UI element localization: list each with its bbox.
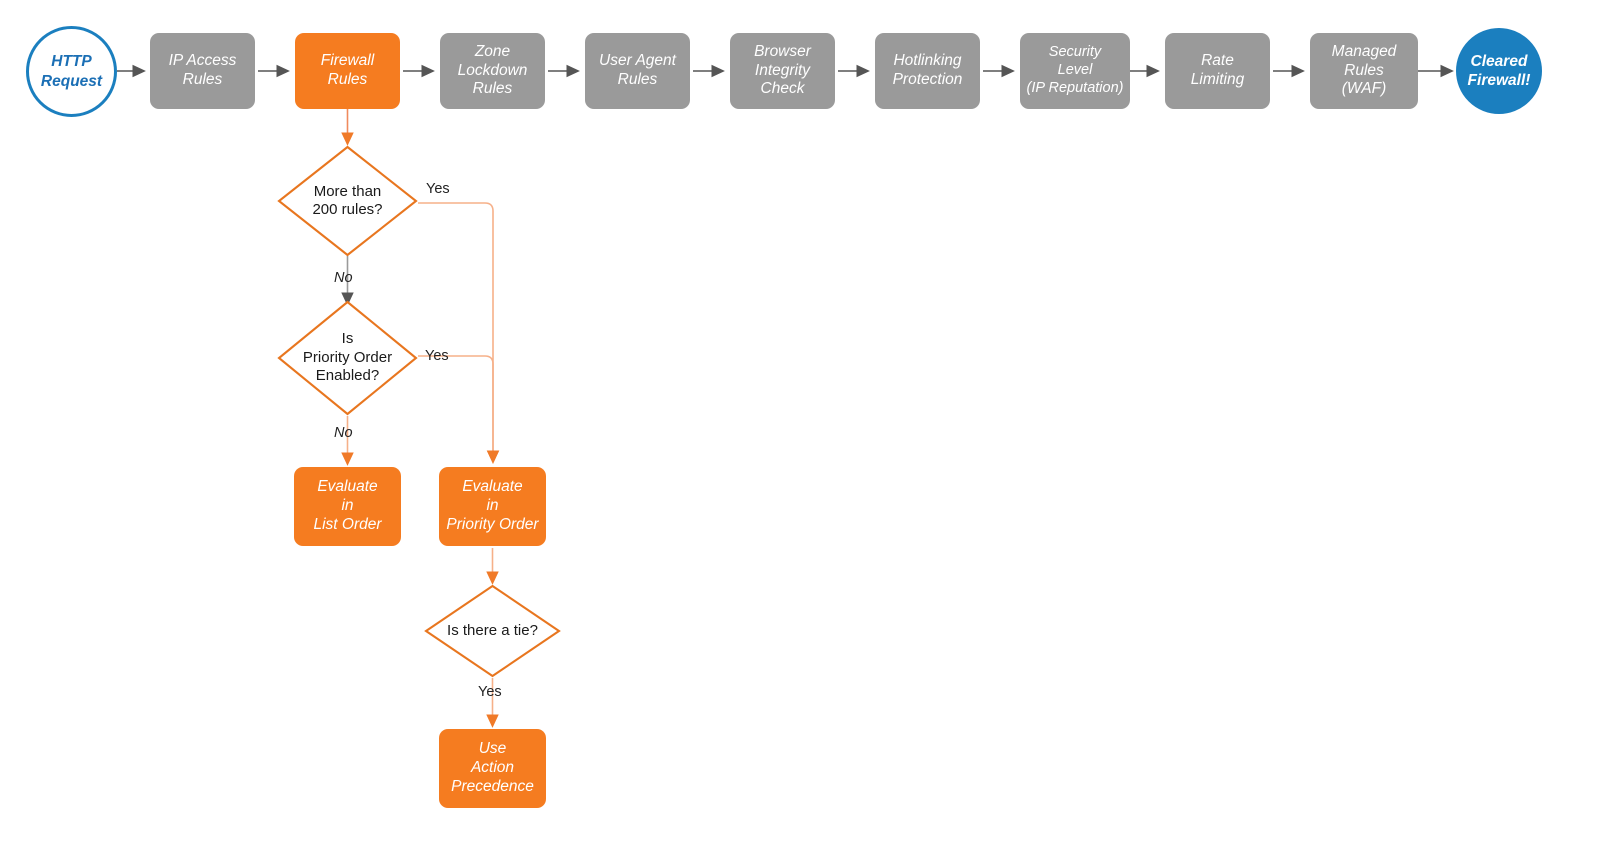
edge-label-no-more-than-200: No bbox=[334, 270, 353, 286]
stage-label: Firewall Rules bbox=[320, 52, 375, 88]
stage-label: Hotlinking Protection bbox=[892, 52, 963, 88]
stage-managed-rules-waf[interactable]: Managed Rules (WAF) bbox=[1310, 33, 1418, 109]
start-node-http-request[interactable]: HTTP Request bbox=[26, 26, 117, 117]
diamond-shape bbox=[277, 145, 418, 257]
edge-label-yes-more-than-200: Yes bbox=[426, 181, 450, 197]
end-node-cleared-firewall[interactable]: Cleared Firewall! bbox=[1456, 28, 1542, 114]
edge-label-yes-tie: Yes bbox=[478, 684, 502, 700]
decision-is-priority-order-enabled[interactable]: Is Priority Order Enabled? bbox=[277, 300, 418, 416]
stage-hotlinking-protection[interactable]: Hotlinking Protection bbox=[875, 33, 980, 109]
decision-is-there-a-tie[interactable]: Is there a tie? bbox=[424, 584, 561, 678]
diamond-shape bbox=[424, 584, 561, 678]
stage-user-agent-rules[interactable]: User Agent Rules bbox=[585, 33, 690, 109]
outcome-use-action-precedence[interactable]: Use Action Precedence bbox=[439, 729, 546, 808]
decision-label: Is there a tie? bbox=[447, 621, 538, 639]
outcome-label: Evaluate in Priority Order bbox=[446, 478, 539, 533]
stage-label: User Agent Rules bbox=[599, 52, 676, 88]
edge-label-no-priority-order: No bbox=[334, 425, 353, 441]
outcome-label: Use Action Precedence bbox=[451, 740, 534, 795]
diamond-shape bbox=[277, 300, 418, 416]
decision-more-than-200-rules[interactable]: More than 200 rules? bbox=[277, 145, 418, 257]
stage-browser-integrity-check[interactable]: Browser Integrity Check bbox=[730, 33, 835, 109]
outcome-evaluate-in-list-order[interactable]: Evaluate in List Order bbox=[294, 467, 401, 546]
stage-label: Managed Rules (WAF) bbox=[1331, 42, 1397, 98]
stage-label: Rate Limiting bbox=[1190, 52, 1245, 88]
outcome-label: Evaluate in List Order bbox=[313, 478, 382, 533]
stage-firewall-rules[interactable]: Firewall Rules bbox=[295, 33, 400, 109]
end-node-label: Cleared Firewall! bbox=[1467, 52, 1531, 89]
decision-label: More than 200 rules? bbox=[312, 182, 383, 218]
stage-zone-lockdown-rules[interactable]: Zone Lockdown Rules bbox=[440, 33, 545, 109]
stage-label: Security Level (IP Reputation) bbox=[1026, 44, 1124, 96]
stage-ip-access-rules[interactable]: IP Access Rules bbox=[150, 33, 255, 109]
decision-label: Is Priority Order Enabled? bbox=[302, 330, 393, 385]
stage-rate-limiting[interactable]: Rate Limiting bbox=[1165, 33, 1270, 109]
stage-label: Zone Lockdown Rules bbox=[457, 42, 528, 98]
stage-security-level-ip-reputation[interactable]: Security Level (IP Reputation) bbox=[1020, 33, 1130, 109]
stage-label: IP Access Rules bbox=[168, 52, 237, 88]
start-node-label: HTTP Request bbox=[40, 53, 103, 90]
stage-label: Browser Integrity Check bbox=[754, 42, 811, 98]
outcome-evaluate-in-priority-order[interactable]: Evaluate in Priority Order bbox=[439, 467, 546, 546]
edge-label-yes-priority-order: Yes bbox=[425, 348, 449, 364]
